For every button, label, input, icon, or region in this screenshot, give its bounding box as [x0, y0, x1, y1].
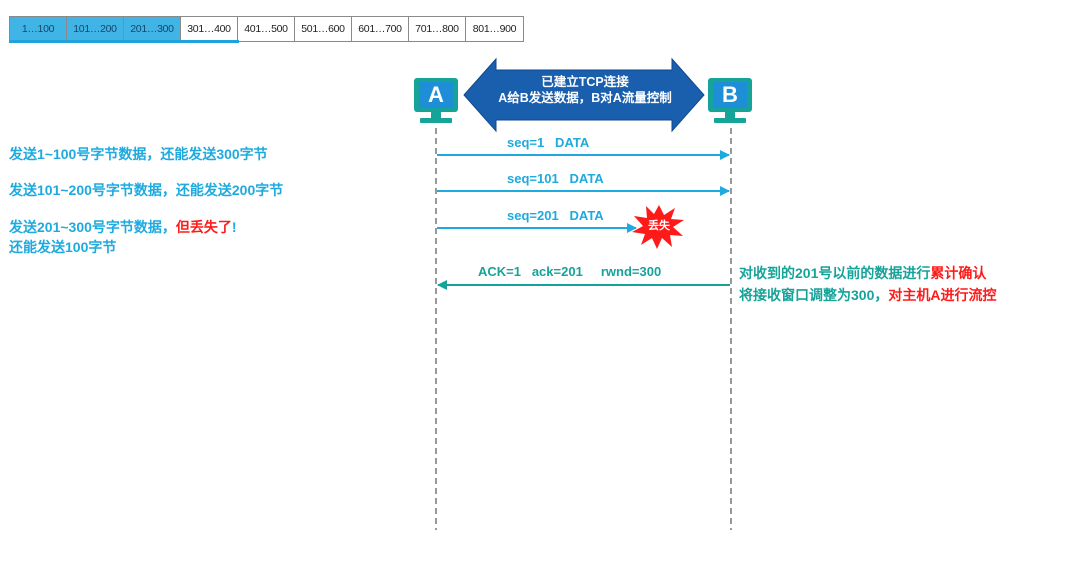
left-note-2: 发送101~200号字节数据，还能发送200字节	[9, 182, 284, 198]
computer-a-icon	[414, 78, 458, 123]
right-note-2: 将接收窗口调整为300，对主机A进行流控	[739, 286, 996, 305]
buffer-cell: 801…900	[472, 23, 517, 35]
buffer-cell: 201…300	[124, 17, 181, 41]
left-note-3-text: 发送201~300号字节数据，	[9, 219, 176, 235]
ack-label: ACK=1 ack=201 rwnd=300	[478, 264, 662, 279]
host-b-label: B	[722, 82, 738, 107]
buffer-cell: 601…700	[352, 17, 409, 41]
buffer-cell: 401…500	[238, 17, 295, 41]
lost-burst-icon	[632, 205, 684, 249]
left-note-3-line-2: 还能发送100字节	[9, 239, 117, 255]
buffer-cell: 301…400	[181, 17, 238, 41]
buffer-cell: 101…200	[67, 17, 124, 41]
send-buffer: 1…100 101…200 201…300 301…400 401…500 50…	[9, 16, 524, 42]
buffer-cell: 701…800	[409, 17, 466, 41]
buffer-cell: 1…100	[10, 17, 67, 41]
right-note-1-red: 累计确认	[930, 265, 987, 281]
message-label-1: seq=1 DATA	[507, 135, 590, 150]
message-label-3: seq=201 DATA	[507, 208, 604, 223]
connection-label: 已建立TCP连接 A给B发送数据，B对A流量控制	[470, 74, 700, 106]
left-note-3: 发送201~300号字节数据，但丢失了!	[9, 218, 237, 237]
connection-arrow	[463, 57, 705, 133]
host-a-label: A	[428, 82, 444, 107]
buffer-cell: 501…600	[295, 17, 352, 41]
message-label-2: seq=101 DATA	[507, 171, 604, 186]
left-note-3-punct: !	[231, 219, 237, 235]
computer-b-icon	[708, 78, 752, 123]
right-note-1: 对收到的201号以前的数据进行累计确认	[739, 264, 986, 283]
send-window-bar	[9, 40, 239, 43]
left-note-3-lost: 但丢失了	[175, 219, 232, 235]
right-note-2-text: 将接收窗口调整为300，	[739, 287, 889, 303]
right-note-1-text: 对收到的201号以前的数据进行	[739, 265, 931, 281]
connection-line-2: A给B发送数据，B对A流量控制	[498, 91, 672, 105]
connection-line-1: 已建立TCP连接	[541, 75, 629, 89]
lost-label: 丢失	[648, 220, 670, 232]
left-note-1: 发送1~100号字节数据，还能发送300字节	[9, 146, 268, 162]
right-note-2-red: 对主机A进行流控	[888, 287, 997, 303]
